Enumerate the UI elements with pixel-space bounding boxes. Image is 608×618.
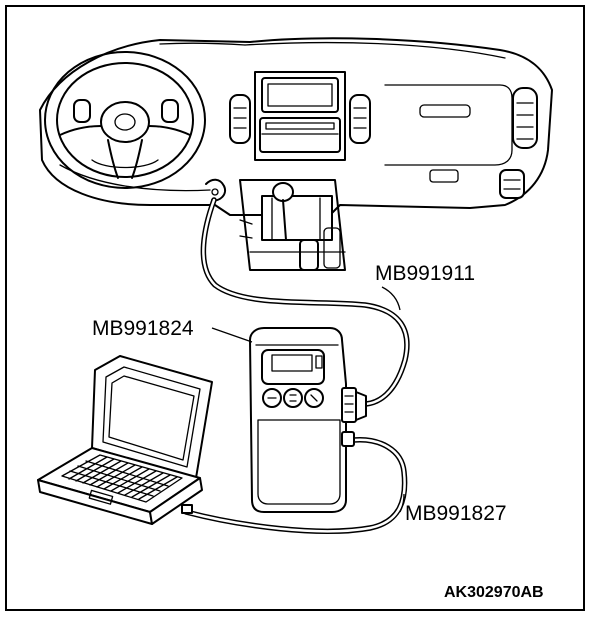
leader-mb991827 (399, 493, 405, 513)
device-button-middle (283, 388, 303, 408)
right-vent (349, 94, 371, 144)
figure-frame (5, 5, 585, 611)
figure-id: AK302970AB (444, 584, 544, 601)
mb991824-device (249, 327, 367, 513)
label-mb991824: MB991824 (92, 317, 194, 340)
label-mb991911: MB991911 (375, 262, 475, 285)
leader-mb991911 (381, 286, 401, 311)
leader-mb991824 (211, 327, 253, 343)
device-display (261, 349, 325, 385)
glovebox-handle (419, 104, 471, 118)
left-vent (229, 94, 251, 144)
laptop-port (181, 504, 193, 514)
dashboard-illustration (39, 37, 553, 271)
steering-wheel (44, 51, 206, 189)
center-console (254, 71, 346, 161)
label-mb991827: MB991827 (405, 502, 507, 525)
laptop-pc (37, 355, 213, 525)
cables (183, 197, 410, 534)
